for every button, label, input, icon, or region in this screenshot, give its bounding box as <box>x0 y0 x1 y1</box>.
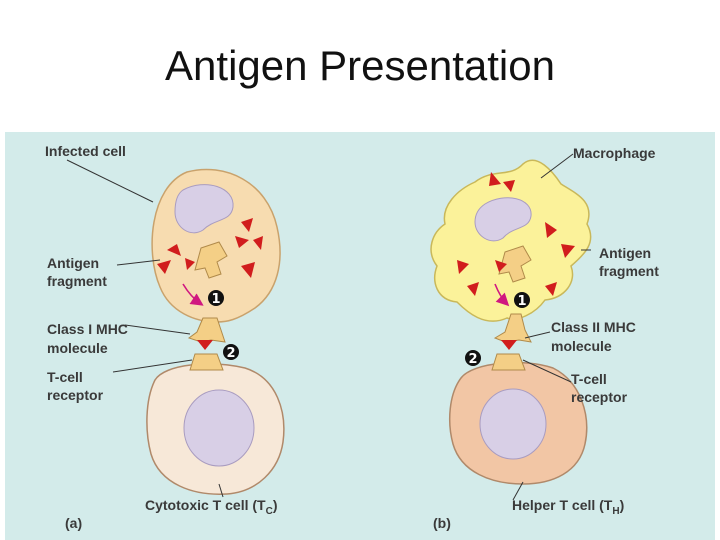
leader-lines-a <box>66 159 224 498</box>
diagram-panel <box>5 132 715 540</box>
antigen-in-mhc-b <box>501 340 517 350</box>
antigen-particles-b <box>457 172 575 296</box>
step-1-badge-b: 1 <box>514 292 530 309</box>
antigen-fragment-label-a-1: Antigen <box>47 255 99 271</box>
panel-b-letter: (b) <box>433 515 451 531</box>
antigen-fragment-label-b-2: fragment <box>599 263 659 279</box>
mhc-label-b-2: molecule <box>551 338 612 354</box>
t-cell-nucleus-b <box>479 388 547 460</box>
mhc-label-a-2: molecule <box>47 340 108 356</box>
panel-a: 1 2 Infected cell Antigen fragment Class… <box>45 143 285 531</box>
panel-b: 1 2 Macrophage Antigen fragment Class II… <box>430 145 659 531</box>
mhc-label-b-1: Class II MHC <box>551 319 636 335</box>
panel-a-letter: (a) <box>65 515 82 531</box>
processing-arrow-b <box>494 283 510 307</box>
receptor-label-b-1: T-cell <box>571 371 607 387</box>
step-2-badge-a: 2 <box>223 344 239 361</box>
svg-text:2: 2 <box>226 346 235 361</box>
leader-lines-b <box>512 153 591 501</box>
cytotoxic-t-cell-label: Cytotoxic T cell (TC) <box>145 497 277 517</box>
proteasome-shape-a <box>194 241 228 279</box>
step-1-badge-a: 1 <box>208 290 224 307</box>
proteasome-shape-b <box>498 245 532 283</box>
antigen-presentation-diagram: 1 2 Infected cell Antigen fragment Class… <box>45 143 659 531</box>
page-title: Antigen Presentation <box>165 42 555 89</box>
processing-arrow-a <box>182 283 204 306</box>
step-2-badge-b: 2 <box>465 350 481 367</box>
mhc-class-2 <box>493 313 532 343</box>
antigen-fragment-label-b-1: Antigen <box>599 245 651 261</box>
receptor-label-a-2: receptor <box>47 387 104 403</box>
macrophage-cell <box>430 159 592 322</box>
t-cell-receptor-b <box>491 353 526 371</box>
antigen-particles-a <box>157 218 263 278</box>
helper-t-cell-label: Helper T cell (TH) <box>512 497 624 517</box>
infected-cell-nucleus <box>174 184 234 234</box>
svg-text:2: 2 <box>468 352 477 367</box>
t-cell-receptor-a <box>189 353 224 371</box>
svg-text:1: 1 <box>517 294 526 309</box>
macrophage-nucleus <box>474 197 532 242</box>
svg-text:1: 1 <box>211 292 220 307</box>
macrophage-label: Macrophage <box>573 145 656 161</box>
antigen-in-mhc-a <box>197 340 213 350</box>
t-cell-nucleus-a <box>183 389 255 467</box>
infected-cell-label: Infected cell <box>45 143 126 159</box>
mhc-label-a-1: Class I MHC <box>47 321 128 337</box>
antigen-fragment-label-a-2: fragment <box>47 273 107 289</box>
receptor-label-a-1: T-cell <box>47 369 83 385</box>
receptor-label-b-2: receptor <box>571 389 628 405</box>
